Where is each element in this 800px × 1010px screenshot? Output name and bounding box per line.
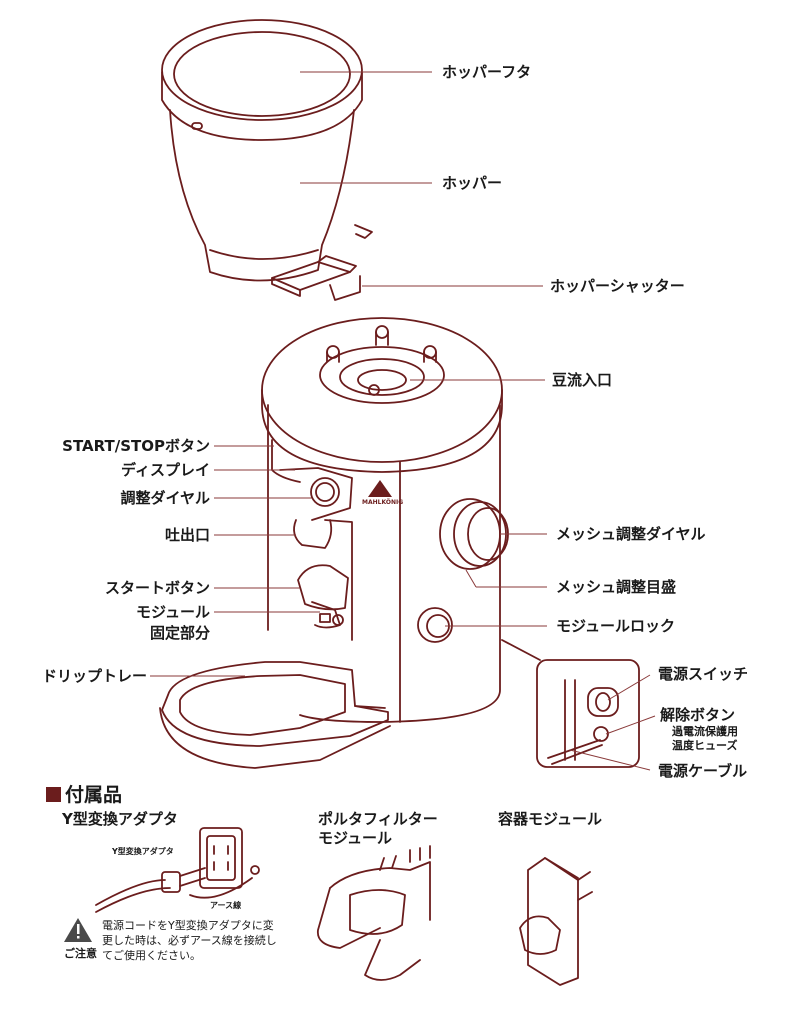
label-display: ディスプレイ	[121, 461, 210, 479]
caution-text: 電源コードをY型変換アダプタに変更した時は、必ずアース線を接続してご使用ください…	[102, 919, 277, 962]
brand-text: MAHLKÖNIG	[362, 499, 404, 506]
label-mesh-dial: メッシュ調整ダイヤル	[556, 525, 706, 543]
label-drip-tray: ドリップトレー	[41, 667, 147, 685]
label-spout: 吐出口	[164, 526, 210, 544]
adapter-small-label: Y型変換アダプタ	[112, 847, 174, 856]
container-illustration	[519, 857, 593, 986]
label-release-button: 解除ボタン	[660, 706, 736, 724]
hopper-illustration	[161, 19, 373, 301]
portafilter-illustration	[317, 845, 431, 981]
adapter-title: Y型変換アダプタ	[62, 810, 178, 828]
caution-label: ご注意	[64, 947, 97, 960]
label-start-stop: START/STOPボタン	[62, 437, 210, 455]
caution-icon	[64, 918, 92, 942]
label-hopper-shutter: ホッパーシャッター	[550, 277, 685, 295]
heading-square-icon	[46, 787, 61, 802]
label-hopper: ホッパー	[442, 174, 503, 192]
portafilter-title-1: ポルタフィルター	[318, 810, 438, 828]
power-inset	[501, 639, 640, 768]
label-module-fix-2: 固定部分	[149, 624, 210, 642]
label-module-lock: モジュールロック	[556, 617, 675, 635]
label-adjust-dial: 調整ダイヤル	[120, 489, 210, 507]
label-release-note-2: 温度ヒューズ	[672, 739, 738, 752]
brand-logo	[368, 480, 392, 497]
adapter-illustration	[95, 827, 260, 913]
label-start-button: スタートボタン	[104, 579, 210, 597]
label-mesh-scale: メッシュ調整目盛	[556, 578, 677, 596]
container-title: 容器モジュール	[498, 810, 602, 828]
accessories-heading: 付属品	[46, 780, 122, 807]
label-module-fix-1: モジュール	[136, 603, 210, 621]
ground-wire-label: アース線	[210, 901, 242, 910]
label-power-cable: 電源ケーブル	[658, 762, 748, 780]
label-bean-inlet: 豆流入口	[552, 371, 613, 389]
label-release-note-1: 過電流保護用	[672, 725, 738, 738]
grinder-body	[159, 317, 509, 769]
label-hopper-lid: ホッパーフタ	[442, 63, 532, 81]
portafilter-title-2: モジュール	[318, 829, 392, 847]
label-power-switch: 電源スイッチ	[658, 665, 749, 683]
